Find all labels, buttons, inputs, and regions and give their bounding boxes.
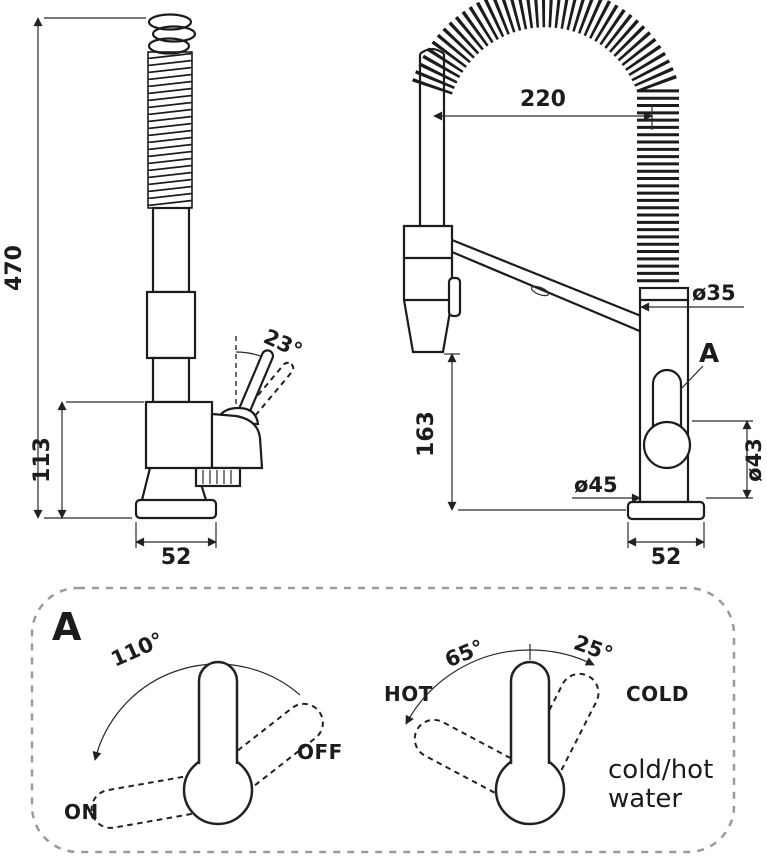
detail-panel-label: A [52, 605, 82, 649]
cold-angle-label: 25° [571, 630, 617, 666]
spring-loop [151, 25, 197, 43]
right-view-drawing [402, 0, 706, 521]
caption-line1: cold/hot [608, 755, 713, 785]
handle-cold-position [512, 672, 600, 800]
spray-head [402, 224, 454, 354]
mixer-body [144, 400, 214, 470]
detail-ref-label: A [699, 339, 719, 369]
rotation-diagram: 110° OFF ON [64, 628, 343, 829]
handle-hot-position [413, 718, 540, 808]
spring-coil [147, 51, 193, 209]
dim-total-height: 470 [2, 245, 27, 291]
dim-base-width-left: 52 [161, 545, 192, 570]
caption-line2: water [608, 784, 682, 814]
mixing-diagram: 65° 25° HOT COLD cold/hot water [384, 630, 713, 826]
dim-spray-height: 163 [414, 411, 439, 457]
detail-panel: A 110° OFF ON 65° 25° HOT COLD cold/hot [30, 586, 736, 854]
left-view-drawing [134, 13, 295, 520]
spring-loop [147, 13, 193, 31]
dim-body-height: 113 [30, 437, 55, 483]
handle-ball [642, 420, 692, 470]
leader-detail-ref [679, 365, 704, 391]
cold-label: COLD [626, 682, 689, 706]
aerator-hatch [202, 470, 232, 484]
dim-base-width-right: 52 [651, 545, 682, 570]
aerator [194, 466, 242, 488]
neck-lower [151, 356, 191, 404]
dia-base: ø45 [574, 473, 618, 497]
handle-off-position [205, 702, 324, 806]
detail-panel-border [30, 586, 736, 854]
base-plate-right [626, 500, 706, 521]
spray-button [447, 276, 462, 318]
arm-slot [530, 285, 550, 297]
dim-reach: 220 [520, 87, 566, 112]
cold-arc [529, 649, 595, 666]
right-view-dimensions: 220 163 ø35 A ø45 ø43 52 [414, 87, 766, 570]
base-plate [134, 498, 218, 520]
handle-base [494, 754, 566, 826]
hot-label: HOT [384, 682, 433, 706]
swivel-arm [451, 238, 647, 334]
off-label: OFF [297, 740, 343, 764]
spring-arch [412, 0, 679, 286]
hot-arc [405, 649, 531, 725]
dia-column: ø35 [692, 281, 736, 305]
handle-stem [197, 660, 239, 764]
handle-base [182, 754, 254, 826]
neck-upper [151, 206, 191, 294]
rotation-angle-label: 110° [107, 628, 166, 672]
on-label: ON [64, 800, 99, 824]
handle-housing [210, 412, 264, 470]
handle-on-position [90, 770, 222, 829]
dia-handle: ø43 [742, 438, 766, 482]
neck-band [145, 290, 197, 360]
handle-stem [509, 660, 551, 764]
rotation-arc [92, 663, 301, 761]
